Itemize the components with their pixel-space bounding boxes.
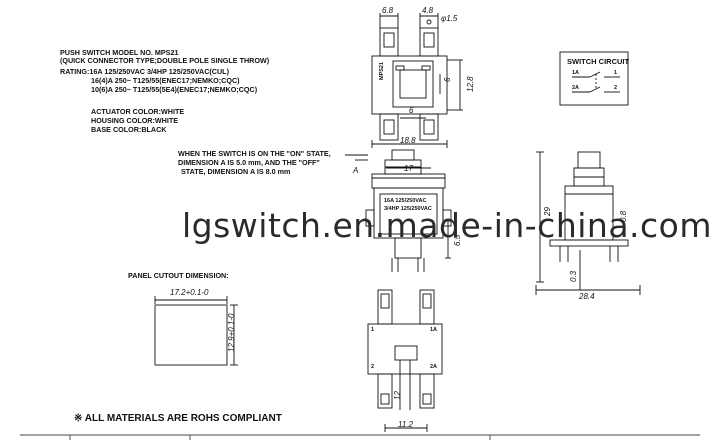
dim-top-18-8: 18.8 [400,136,416,145]
spec-type: (QUICK CONNECTOR TYPE;DOUBLE POLE SINGLE… [60,56,270,65]
bottom-view [367,289,443,432]
panel-width-dimension: 17.2+0.1-0 [170,288,209,297]
dim-bottom-12: 12 [393,391,402,400]
spec-base: BASE COLOR:BLACK [91,125,167,134]
watermark-text: lgswitch.en.made-in-china.com [182,206,713,245]
dim-bottom-11-2: 11.2 [398,420,413,429]
bottom-terminal-1: 1 [371,327,375,333]
circuit-terminal-1a: 1A [572,70,580,76]
note-line-2: DIMENSION A IS 5.0 mm, AND THE "OFF" [178,158,320,167]
bottom-terminal-1a: 1A [430,327,438,333]
dim-top-6-horizontal: 6 [409,106,414,115]
dim-top-6-8: 6.8 [382,6,394,15]
rohs-compliance-note: ※ ALL MATERIALS ARE ROHS COMPLIANT [74,413,282,424]
spec-rating-2: 16(4)A 250~ T125/55(ENEC17;NEMKO;CQC) [91,76,240,85]
bottom-terminal-2a: 2A [430,364,438,370]
spec-housing: HOUSING COLOR:WHITE [91,116,179,125]
dimension-a-label: A [353,166,359,175]
front-view [345,149,452,272]
spec-rating-3: 10(6)A 250~ T125/55(5E4)(ENEC17;NEMKO;CQ… [91,85,258,94]
panel-height-dimension: 12.9+0.1-0 [227,313,236,352]
circuit-terminal-1: 1 [614,70,618,76]
spec-actuator: ACTUATOR COLOR:WHITE [91,107,185,116]
dim-top-12-8: 12.8 [466,76,475,92]
circuit-terminal-2a: 2A [572,85,580,91]
side-view [535,151,641,295]
dim-top-6-vertical: 6 [443,77,452,82]
switch-circuit-box [559,51,629,106]
dim-top-4-8: 4.8 [422,6,434,15]
front-rating-line-2: 3/4HP 125/250VAC [384,206,432,212]
spec-rating-1: RATING:16A 125/250VAC 3/4HP 125/250VAC(C… [60,67,229,76]
spec-model: PUSH SWITCH MODEL NO. MPS21 [60,48,179,57]
dim-top-phi: φ1.5 [441,14,458,23]
dim-front-17: 17 [404,164,413,173]
front-rating-line-1: 16A 125/250VAC [384,198,427,204]
switch-circuit-title: SWITCH CIRCUIT [567,57,630,66]
dim-side-0-3: 0.3 [569,270,578,282]
note-line-1: WHEN THE SWITCH IS ON THE "ON" STATE, [178,149,331,158]
top-view [371,13,463,148]
bottom-terminal-2: 2 [371,364,375,370]
dim-side-28-4: 28.4 [579,292,595,301]
circuit-terminal-2: 2 [614,85,618,91]
panel-cutout-title: PANEL CUTOUT DIMENSION: [128,271,229,280]
note-line-3: STATE, DIMENSION A IS 8.0 mm [181,167,291,176]
panel-cutout-drawing [154,296,238,366]
mps-side-label: MPS21 [379,61,385,80]
